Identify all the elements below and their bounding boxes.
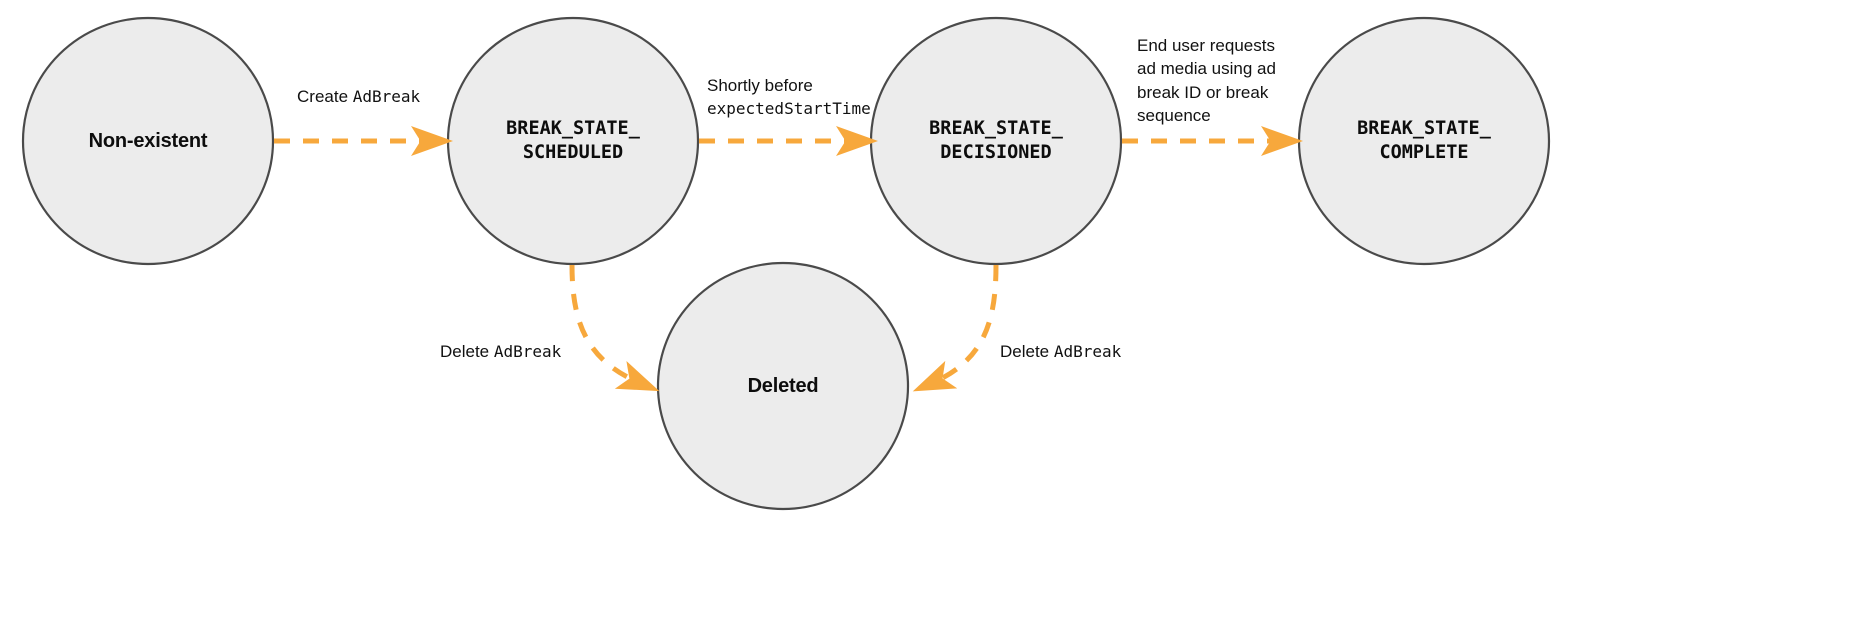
node-break-state-complete[interactable]: [1297, 16, 1551, 266]
edge-delete-adbreak-from-decisioned[interactable]: [912, 264, 999, 392]
node-break-state-decisioned[interactable]: [869, 16, 1123, 266]
node-non-existent[interactable]: [21, 16, 275, 266]
node-break-state-scheduled[interactable]: [446, 16, 700, 266]
node-deleted[interactable]: [656, 261, 910, 511]
edge-delete-adbreak-from-scheduled[interactable]: [569, 264, 660, 392]
